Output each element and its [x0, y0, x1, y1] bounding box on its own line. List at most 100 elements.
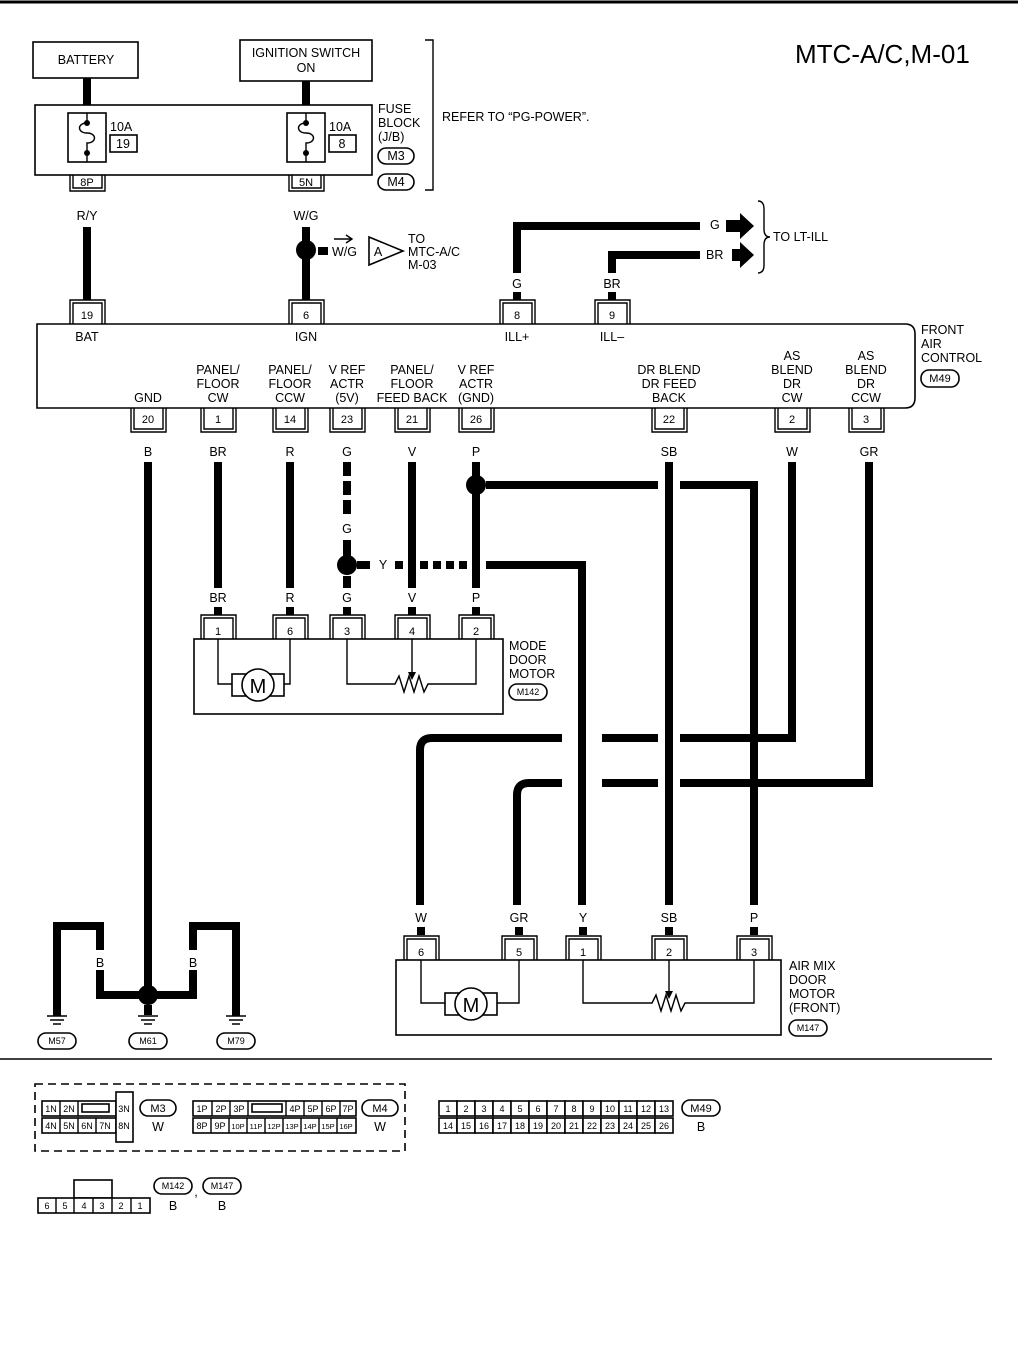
illum-br-wire-label: BR [603, 277, 620, 291]
mode-pin-6: 6 [287, 626, 293, 638]
m4-pin-10p: 10P [231, 1122, 244, 1131]
m4-pin-8p: 8P [196, 1121, 207, 1131]
airmix-wire-sb-label: SB [661, 911, 678, 925]
mode-motor-leads [217, 639, 291, 685]
terminal-5n-label: 5N [299, 177, 313, 189]
splice-wg-dot [296, 240, 316, 260]
mode-wire-p-label: P [472, 591, 480, 605]
pin-14-number: 14 [284, 414, 296, 426]
connector-m4-label: M4 [387, 175, 404, 189]
pin-1-number: 1 [215, 414, 221, 426]
wire-br-label: BR [209, 445, 226, 459]
terminal-3 [848, 408, 885, 433]
mode-motor-terminals [200, 614, 495, 639]
airmix-wire-w-label: W [415, 911, 427, 925]
mode-terminal-1 [200, 614, 237, 639]
m4-face-badge [361, 1099, 399, 1117]
m49-face-color: B [697, 1120, 705, 1134]
airmix-wire-y-label: Y [579, 911, 588, 925]
m49-pin-23: 23 [605, 1121, 615, 1131]
airmix-pin-5: 5 [516, 947, 522, 959]
m49-pin-2: 2 [463, 1104, 468, 1114]
airmix-motor-terminals [403, 935, 773, 960]
m49-face-name: M49 [690, 1103, 711, 1115]
m3-pin-5n: 5N [63, 1121, 75, 1131]
illum-wire-br-label: BR [706, 248, 723, 262]
terminal-9 [594, 299, 631, 324]
fuse-19-node-bottom [84, 150, 90, 156]
terminal-23 [329, 408, 366, 433]
pin-3-label-2: BLEND [845, 363, 887, 377]
ground-wire-b-2: B [96, 956, 104, 970]
six-pin-dividers [55, 1198, 132, 1213]
m4-pin-15p: 15P [321, 1122, 334, 1131]
m3-pin-2n: 2N [63, 1104, 75, 1114]
face-separator: , [194, 1185, 197, 1199]
pin-26-label-2: ACTR [459, 377, 493, 391]
pin-3-label-3: DR [857, 377, 875, 391]
pin-ign-label: IGN [295, 330, 317, 344]
pin-9-number: 9 [609, 310, 615, 322]
mode-pin-3: 3 [344, 626, 350, 638]
ground-symbol-m57 [47, 1015, 67, 1025]
pin-22-label-1: DR BLEND [637, 363, 700, 377]
airmix-pin-1: 1 [580, 947, 586, 959]
airmix-motor-letter: M [463, 995, 480, 1017]
ground-wire-b-4: B [189, 956, 197, 970]
wire-v-label: V [408, 445, 417, 459]
terminal-21 [394, 408, 431, 433]
m4-pin-16p: 16P [339, 1122, 352, 1131]
terminal-2 [774, 408, 811, 433]
pin-1-label-1: PANEL/ [196, 363, 240, 377]
connector-m4-badge [377, 173, 415, 191]
pin-26-label-1: V REF [458, 363, 495, 377]
pin-2-label-2: BLEND [771, 363, 813, 377]
m49-pin-cell [654, 1117, 674, 1134]
pin-3-label-1: AS [858, 349, 875, 363]
ground-wire-m57 [53, 922, 104, 1008]
m49-pin-7: 7 [553, 1104, 558, 1114]
fuse-block-label-3: (J/B) [378, 130, 404, 144]
terminal-19 [69, 299, 106, 324]
m49-pin-11: 11 [623, 1104, 632, 1114]
illum-g-wire-label: G [512, 277, 522, 291]
m142-face-badge [153, 1177, 193, 1195]
airmix-terminal-1 [565, 935, 602, 960]
m4-pin-1p: 1P [196, 1104, 207, 1114]
m49-pin-10: 10 [605, 1104, 615, 1114]
fuse-19-node-top [84, 120, 90, 126]
m147-face-badge [202, 1177, 242, 1195]
refer-bracket [425, 39, 434, 191]
pin-22-label-2: DR FEED [642, 377, 697, 391]
mode-potentiometer [346, 639, 477, 695]
m49-pin-16: 16 [479, 1121, 489, 1131]
m49-pin-4: 4 [499, 1104, 504, 1114]
airmix-name-3: MOTOR [789, 987, 835, 1001]
airmix-terminal-5 [501, 935, 538, 960]
terminal-20 [130, 408, 167, 433]
control-name-3: CONTROL [921, 351, 982, 365]
six-pin-3: 3 [99, 1201, 104, 1211]
m4-dividers-top [211, 1101, 341, 1116]
ground-m57-badge [37, 1032, 77, 1050]
m3-face-color: W [152, 1120, 164, 1134]
ground-m79-badge [216, 1032, 256, 1050]
ground-icon [226, 1015, 246, 1025]
m49-pin-20: 20 [551, 1121, 561, 1131]
m147-face-name: M147 [211, 1181, 234, 1191]
m49-pin-18: 18 [515, 1121, 525, 1131]
m49-pin-6: 6 [535, 1104, 540, 1114]
pin-23-label-1: V REF [329, 363, 366, 377]
airmix-wiper-arrow [665, 991, 673, 999]
pin-21-number: 21 [406, 414, 418, 426]
pin-ill-plus-label: ILL+ [505, 330, 530, 344]
pin-23-label-3: (5V) [335, 391, 359, 405]
mode-name-3: MOTOR [509, 667, 555, 681]
m49-pin-19: 19 [533, 1121, 543, 1131]
wire-ry-label: R/Y [77, 209, 99, 223]
ground-wire-m57-link [96, 970, 148, 999]
wire-r-label: R [285, 445, 294, 459]
mode-wire-g-label: G [342, 591, 352, 605]
airmix-pin-3: 3 [751, 947, 757, 959]
